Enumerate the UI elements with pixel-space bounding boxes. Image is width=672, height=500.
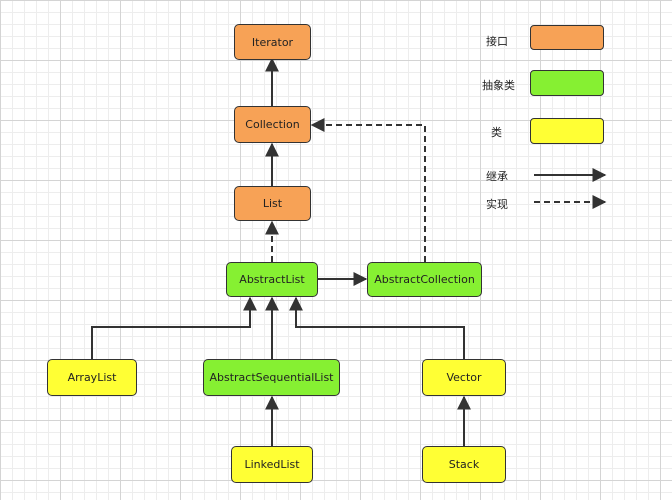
node-abstractcollection: AbstractCollection: [367, 262, 482, 297]
node-arraylist: ArrayList: [47, 359, 137, 396]
arrow-arraylist-to-abstractlist: [91, 296, 257, 359]
legend-interface-label: 接口: [486, 35, 508, 48]
node-list: List: [234, 186, 311, 221]
legend-interface-swatch: [530, 25, 604, 50]
legend-abstract-swatch: [530, 70, 604, 96]
arrow-abstractcollection-to-collection: [310, 118, 426, 262]
legend-class-label: 类: [491, 126, 502, 139]
arrow-vector-to-abstractlist: [289, 296, 465, 359]
node-abstractsequentiallist: AbstractSequentialList: [203, 359, 340, 396]
node-collection: Collection: [234, 106, 311, 143]
legend-implement-label: 实现: [486, 198, 508, 211]
node-iterator: Iterator: [234, 24, 311, 60]
node-abstractlist: AbstractList: [226, 262, 318, 297]
legend-abstract-label: 抽象类: [482, 79, 515, 92]
node-linkedlist: LinkedList: [231, 446, 313, 483]
legend-class-swatch: [530, 118, 604, 144]
node-stack: Stack: [422, 446, 506, 483]
node-vector: Vector: [422, 359, 506, 396]
legend-inherit-label: 继承: [486, 170, 508, 183]
